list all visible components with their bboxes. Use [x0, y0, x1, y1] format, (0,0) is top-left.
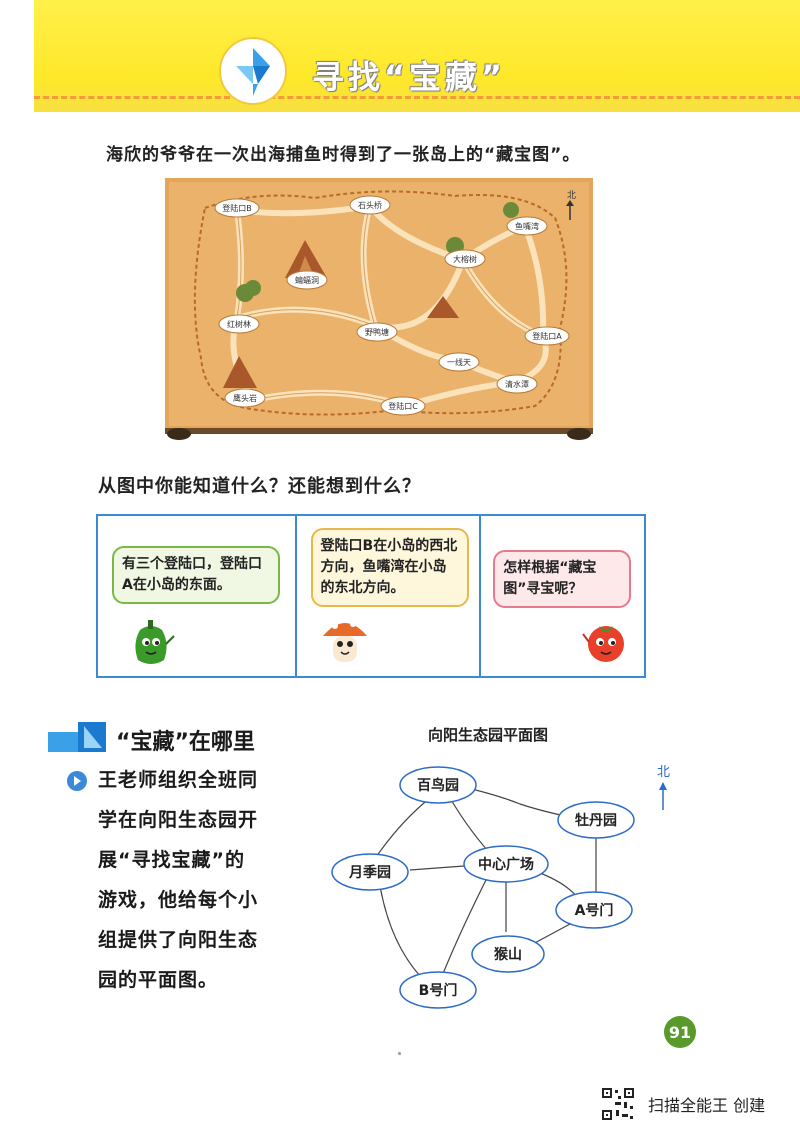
svg-text:登陆口B: 登陆口B: [222, 203, 252, 213]
svg-text:B号门: B号门: [419, 982, 458, 999]
story-line: 学在向阳生态园开: [98, 809, 259, 831]
svg-text:登陆口A: 登陆口A: [532, 331, 562, 341]
map-place-landing-c: 登陆口C: [380, 396, 426, 416]
park-map: 百鸟园 牡丹园 月季园 中心广场 A号门 猴山 B号门 北: [331, 765, 670, 1009]
park-node-gate-a: A号门: [555, 891, 633, 929]
section-origami-icon: [48, 722, 106, 752]
story-line: 组提供了向阳生态: [98, 929, 259, 951]
map-place-landing-a: 登陆口A: [524, 326, 570, 346]
svg-text:野鸭塘: 野鸭塘: [365, 327, 389, 337]
map-place-eagle-rock: 鹰头岩: [224, 388, 266, 408]
svg-text:鹰头岩: 鹰头岩: [233, 393, 257, 403]
svg-text:清水潭: 清水潭: [505, 379, 529, 389]
park-node-center: 中心广场: [463, 845, 549, 883]
footer-watermark: 扫描全能王 创建: [648, 1096, 766, 1115]
page-number: 91: [664, 1016, 696, 1048]
section-title: “宝藏”在哪里: [116, 730, 255, 755]
story-line: 王老师组织全班同: [98, 769, 259, 791]
svg-text:A号门: A号门: [575, 902, 614, 919]
map-place-one-line-sky: 一线天: [438, 352, 480, 372]
speech-bubble-pepper: 有三个登陆口，登陆口A在小岛的东面。: [112, 546, 280, 604]
svg-text:猴山: 猴山: [493, 946, 522, 963]
map-place-mangrove: 红树林: [218, 314, 260, 334]
page-title: 寻找“宝藏”: [312, 58, 507, 96]
svg-text:月季园: 月季园: [348, 864, 391, 881]
header-band: [34, 0, 800, 112]
pepper-character-icon: [135, 620, 175, 664]
origami-logo-icon: [219, 37, 287, 105]
park-node-monkey: 猴山: [471, 935, 545, 973]
map-place-landing-b: 登陆口B: [214, 198, 260, 218]
tomato-character-icon: [582, 626, 625, 662]
park-node-peony: 牡丹园: [557, 801, 635, 839]
panel-pepper: 有三个登陆口，登陆口A在小岛的东面。: [98, 516, 295, 676]
story-line: 游戏，他给每个小: [98, 889, 259, 911]
svg-text:中心广场: 中心广场: [478, 856, 534, 873]
discussion-question: 从图中你能知道什么？还能想到什么？: [98, 476, 421, 497]
map-place-clear-pool: 清水潭: [496, 374, 538, 394]
panel-tomato: 怎样根据“藏宝图”寻宝呢？: [479, 516, 644, 676]
speech-bubble-tomato: 怎样根据“藏宝图”寻宝呢？: [493, 550, 632, 608]
treasure-map: 北 登陆口B 石头桥 鱼嘴湾 蝙蝠洞 大榕树 红树林 野鸭塘 登陆口A 一线天 …: [165, 178, 593, 440]
svg-text:百鸟园: 百鸟园: [417, 777, 459, 794]
park-map-title: 向阳生态园平面图: [428, 726, 549, 744]
map-place-stone-bridge: 石头桥: [349, 195, 391, 215]
svg-text:一线天: 一线天: [447, 357, 471, 367]
qr-code-icon: [600, 1086, 636, 1122]
park-node-gate-b: B号门: [399, 971, 477, 1009]
park-node-rose: 月季园: [331, 853, 409, 891]
panel-mushroom: 登陆口B在小岛的西北方向，鱼嘴湾在小岛的东北方向。: [294, 516, 480, 676]
speech-bubble-mushroom: 登陆口B在小岛的西北方向，鱼嘴湾在小岛的东北方向。: [310, 528, 469, 607]
park-node-birds: 百鸟园: [399, 766, 477, 804]
arrow-bullet-icon: [67, 771, 87, 791]
svg-text:蝙蝠洞: 蝙蝠洞: [295, 275, 319, 285]
park-north-label: 北: [657, 765, 670, 780]
mushroom-character-icon: [322, 621, 367, 662]
map-place-fish-bay: 鱼嘴湾: [506, 216, 548, 236]
story-line: 展“寻找宝藏”的: [98, 849, 245, 871]
intro-text: 海欣的爷爷在一次出海捕鱼时得到了一张岛上的“藏宝图”。: [106, 145, 581, 165]
story-line: 园的平面图。: [98, 969, 219, 991]
svg-text:牡丹园: 牡丹园: [575, 812, 617, 829]
story-paragraph: 王老师组织全班同 学在向阳生态园开 展“寻找宝藏”的 游戏，他给每个小 组提供了…: [98, 760, 298, 1000]
svg-text:大榕树: 大榕树: [453, 254, 477, 264]
map-place-bat-cave: 蝙蝠洞: [286, 270, 328, 290]
dialogue-panels: 有三个登陆口，登陆口A在小岛的东面。 登陆口B在小岛的西北方向，鱼嘴湾在小岛的东…: [96, 514, 646, 678]
svg-text:石头桥: 石头桥: [358, 200, 382, 210]
map-north-label: 北: [567, 190, 576, 201]
svg-text:红树林: 红树林: [227, 319, 251, 329]
svg-text:登陆口C: 登陆口C: [388, 401, 418, 411]
map-place-banyan: 大榕树: [444, 249, 486, 269]
map-place-wild-duck: 野鸭塘: [356, 322, 398, 342]
decor-dot: [398, 1052, 401, 1055]
svg-text:鱼嘴湾: 鱼嘴湾: [515, 221, 539, 231]
